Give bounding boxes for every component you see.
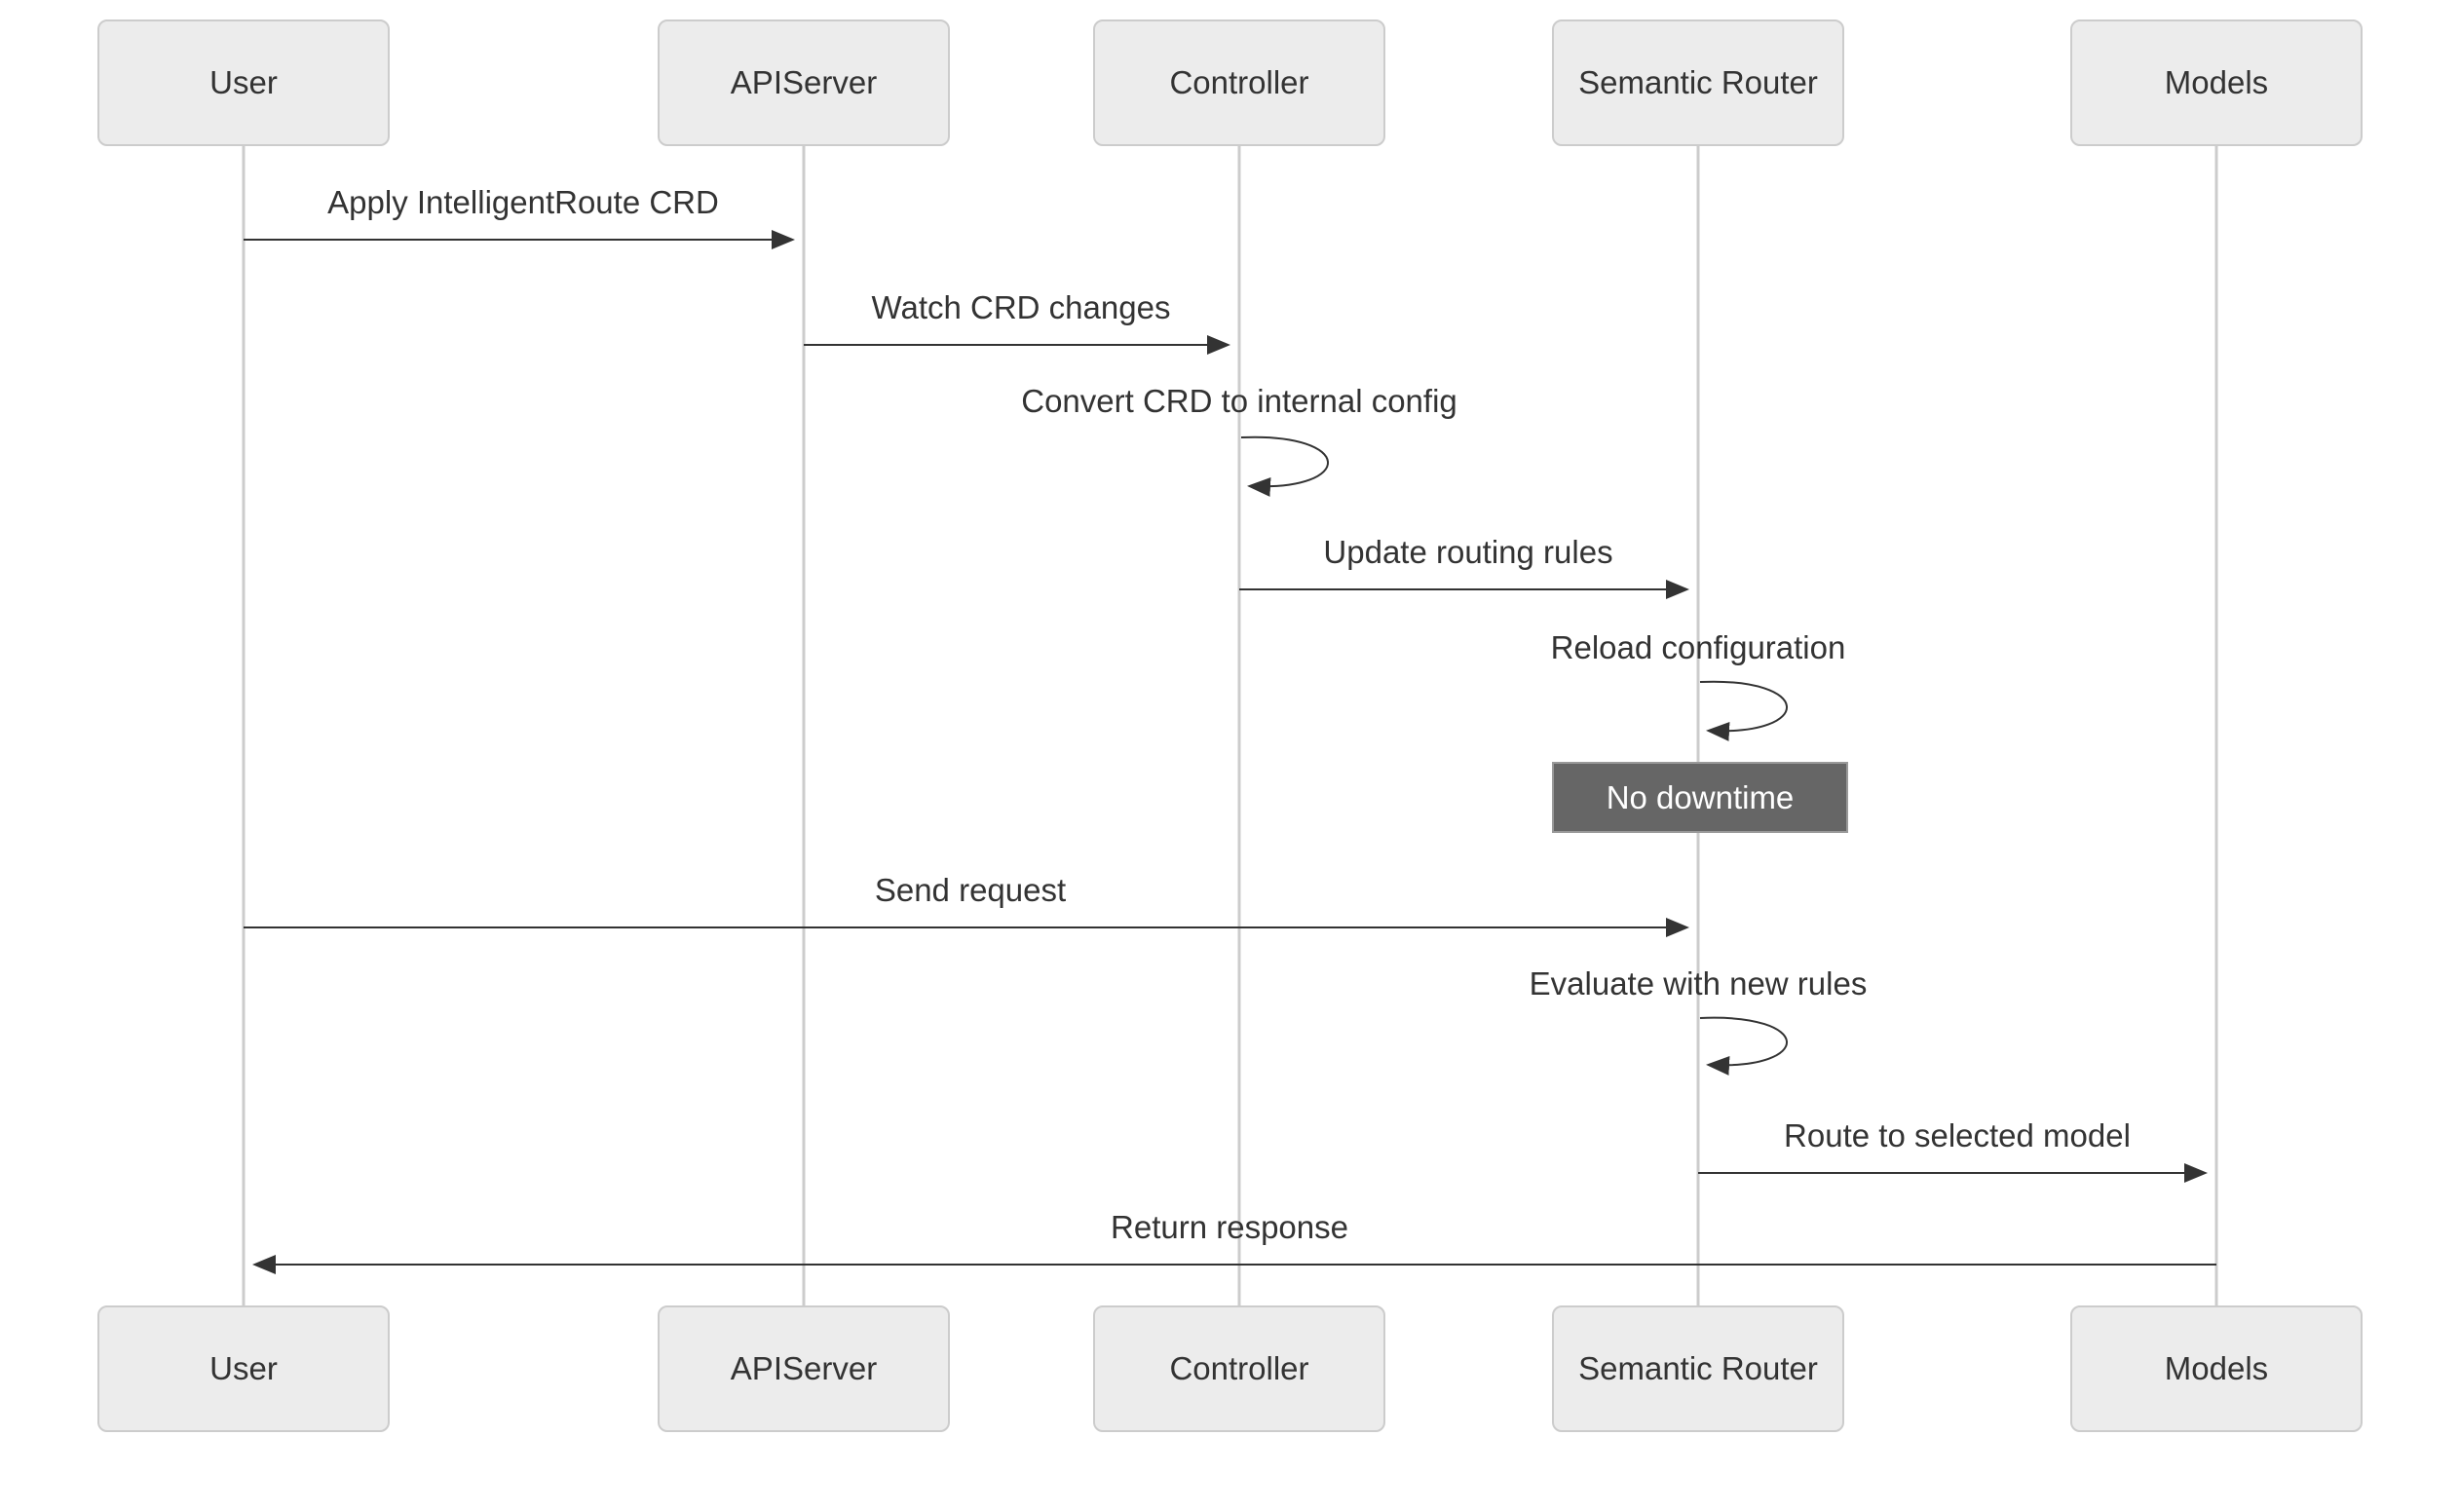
participant-label-models: Models [2164,1350,2269,1386]
self-loop-convert-crd [1240,435,1329,497]
participant-label-user: User [209,1350,278,1386]
participant-label-user: User [209,64,278,100]
participant-label-apiserver: APIServer [730,1350,878,1386]
message-label-reload-config: Reload configuration [1550,629,1846,665]
self-loop-evaluate-rules [1699,1016,1788,1076]
participant-label-controller: Controller [1169,1350,1309,1386]
message-label-route-model: Route to selected model [1784,1117,2131,1153]
participant-box-user-top: User [97,19,390,146]
participant-label-semantic-router: Semantic Router [1578,1350,1818,1386]
message-label-apply-crd: Apply IntelligentRoute CRD [327,184,719,220]
participant-box-semantic-router-bottom: Semantic Router [1552,1305,1844,1432]
participant-label-models: Models [2164,64,2269,100]
message-label-return-response: Return response [1111,1209,1348,1245]
participant-box-semantic-router-top: Semantic Router [1552,19,1844,146]
participant-label-apiserver: APIServer [730,64,878,100]
participant-box-apiserver-top: APIServer [658,19,950,146]
participant-box-controller-bottom: Controller [1093,1305,1385,1432]
participant-box-models-top: Models [2070,19,2363,146]
participant-label-semantic-router: Semantic Router [1578,64,1818,100]
message-label-send-request: Send request [874,872,1067,908]
participant-box-apiserver-bottom: APIServer [658,1305,950,1432]
participant-box-user-bottom: User [97,1305,390,1432]
participant-box-controller-top: Controller [1093,19,1385,146]
participant-label-controller: Controller [1169,64,1309,100]
message-label-evaluate-rules: Evaluate with new rules [1529,965,1868,1002]
message-label-convert-crd: Convert CRD to internal config [1021,383,1457,419]
participant-box-models-bottom: Models [2070,1305,2363,1432]
note-no-downtime: No downtime [1552,762,1848,833]
message-label-watch-crd: Watch CRD changes [871,289,1171,325]
self-loop-reload-config [1699,680,1788,741]
message-label-update-rules: Update routing rules [1323,534,1613,570]
